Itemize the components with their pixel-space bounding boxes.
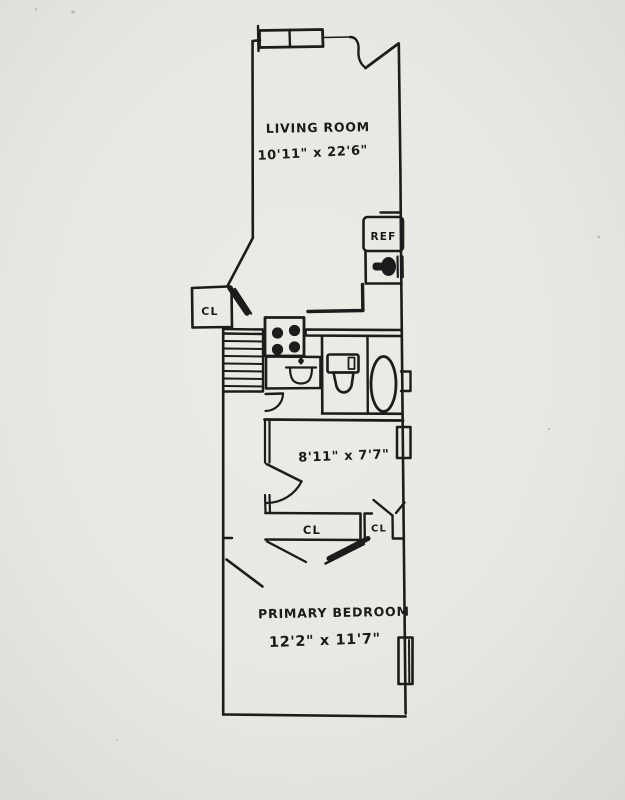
living-room-name: Living Room [266,119,370,136]
closet-door-icon [227,285,253,316]
entry-knob-icon [372,255,404,279]
bathtub-icon [369,355,398,413]
middle-room-left-wall-stub [263,493,272,515]
wall-thin-line [322,36,351,39]
primary-bedroom: Primary Bedroom 12'2" x 11'7" [225,558,414,686]
closet-door-icon [372,498,406,517]
middle-room-dims: 8'11" x 7'7" [298,447,390,465]
window-icon [397,636,414,686]
middle-room: 8'11" x 7'7" [263,392,412,515]
door-swing-icon [225,558,264,588]
left-closet-label: CL [201,305,218,318]
window-icon [395,425,412,460]
primary-bedroom-dims: 12'2" x 11'7" [269,631,381,651]
closet-box [190,285,234,329]
living-room-left-wall [226,39,255,288]
refrigerator-box: REF [362,215,405,253]
middle-room-left-wall [263,418,271,464]
kitchen-corridor-wall [306,282,365,314]
door-swing-icon [348,35,400,70]
right-wall [397,42,407,715]
kitchen-sink-icon [264,355,322,390]
living-room-labels: Living Room 10'11" x 22'6" [257,119,370,164]
bathroom [320,335,412,416]
primary-bedroom-name: Primary Bedroom [258,604,410,622]
entry-area: REF [362,211,405,285]
small-closet: CL [363,498,406,541]
main-closet-label: CL [303,523,321,537]
window-icon [256,24,325,53]
kitchen-bath-wall [304,328,403,338]
small-closet-label: CL [371,524,387,535]
closet-door-icon [265,540,308,564]
door-swing-icon [265,462,303,505]
left-closet: CL [190,285,253,329]
staircase-icon [222,327,265,393]
entry-nook-walls [364,250,403,285]
living-room-dims: 10'11" x 22'6" [257,143,368,164]
window-icon [399,370,412,393]
refrigerator-label: REF [370,231,396,243]
bottom-wall [221,713,407,718]
kitchen [222,282,403,393]
living-room-top [256,24,400,70]
door-swing-icon [264,392,285,413]
middle-room-top-wall [263,418,405,422]
paper-speckles [34,7,601,741]
closets-row: CL CL [221,498,406,565]
outer-walls [221,38,407,718]
main-closet-walls [264,511,362,542]
closet-door-icon [324,536,371,565]
toilet-icon [326,353,360,394]
